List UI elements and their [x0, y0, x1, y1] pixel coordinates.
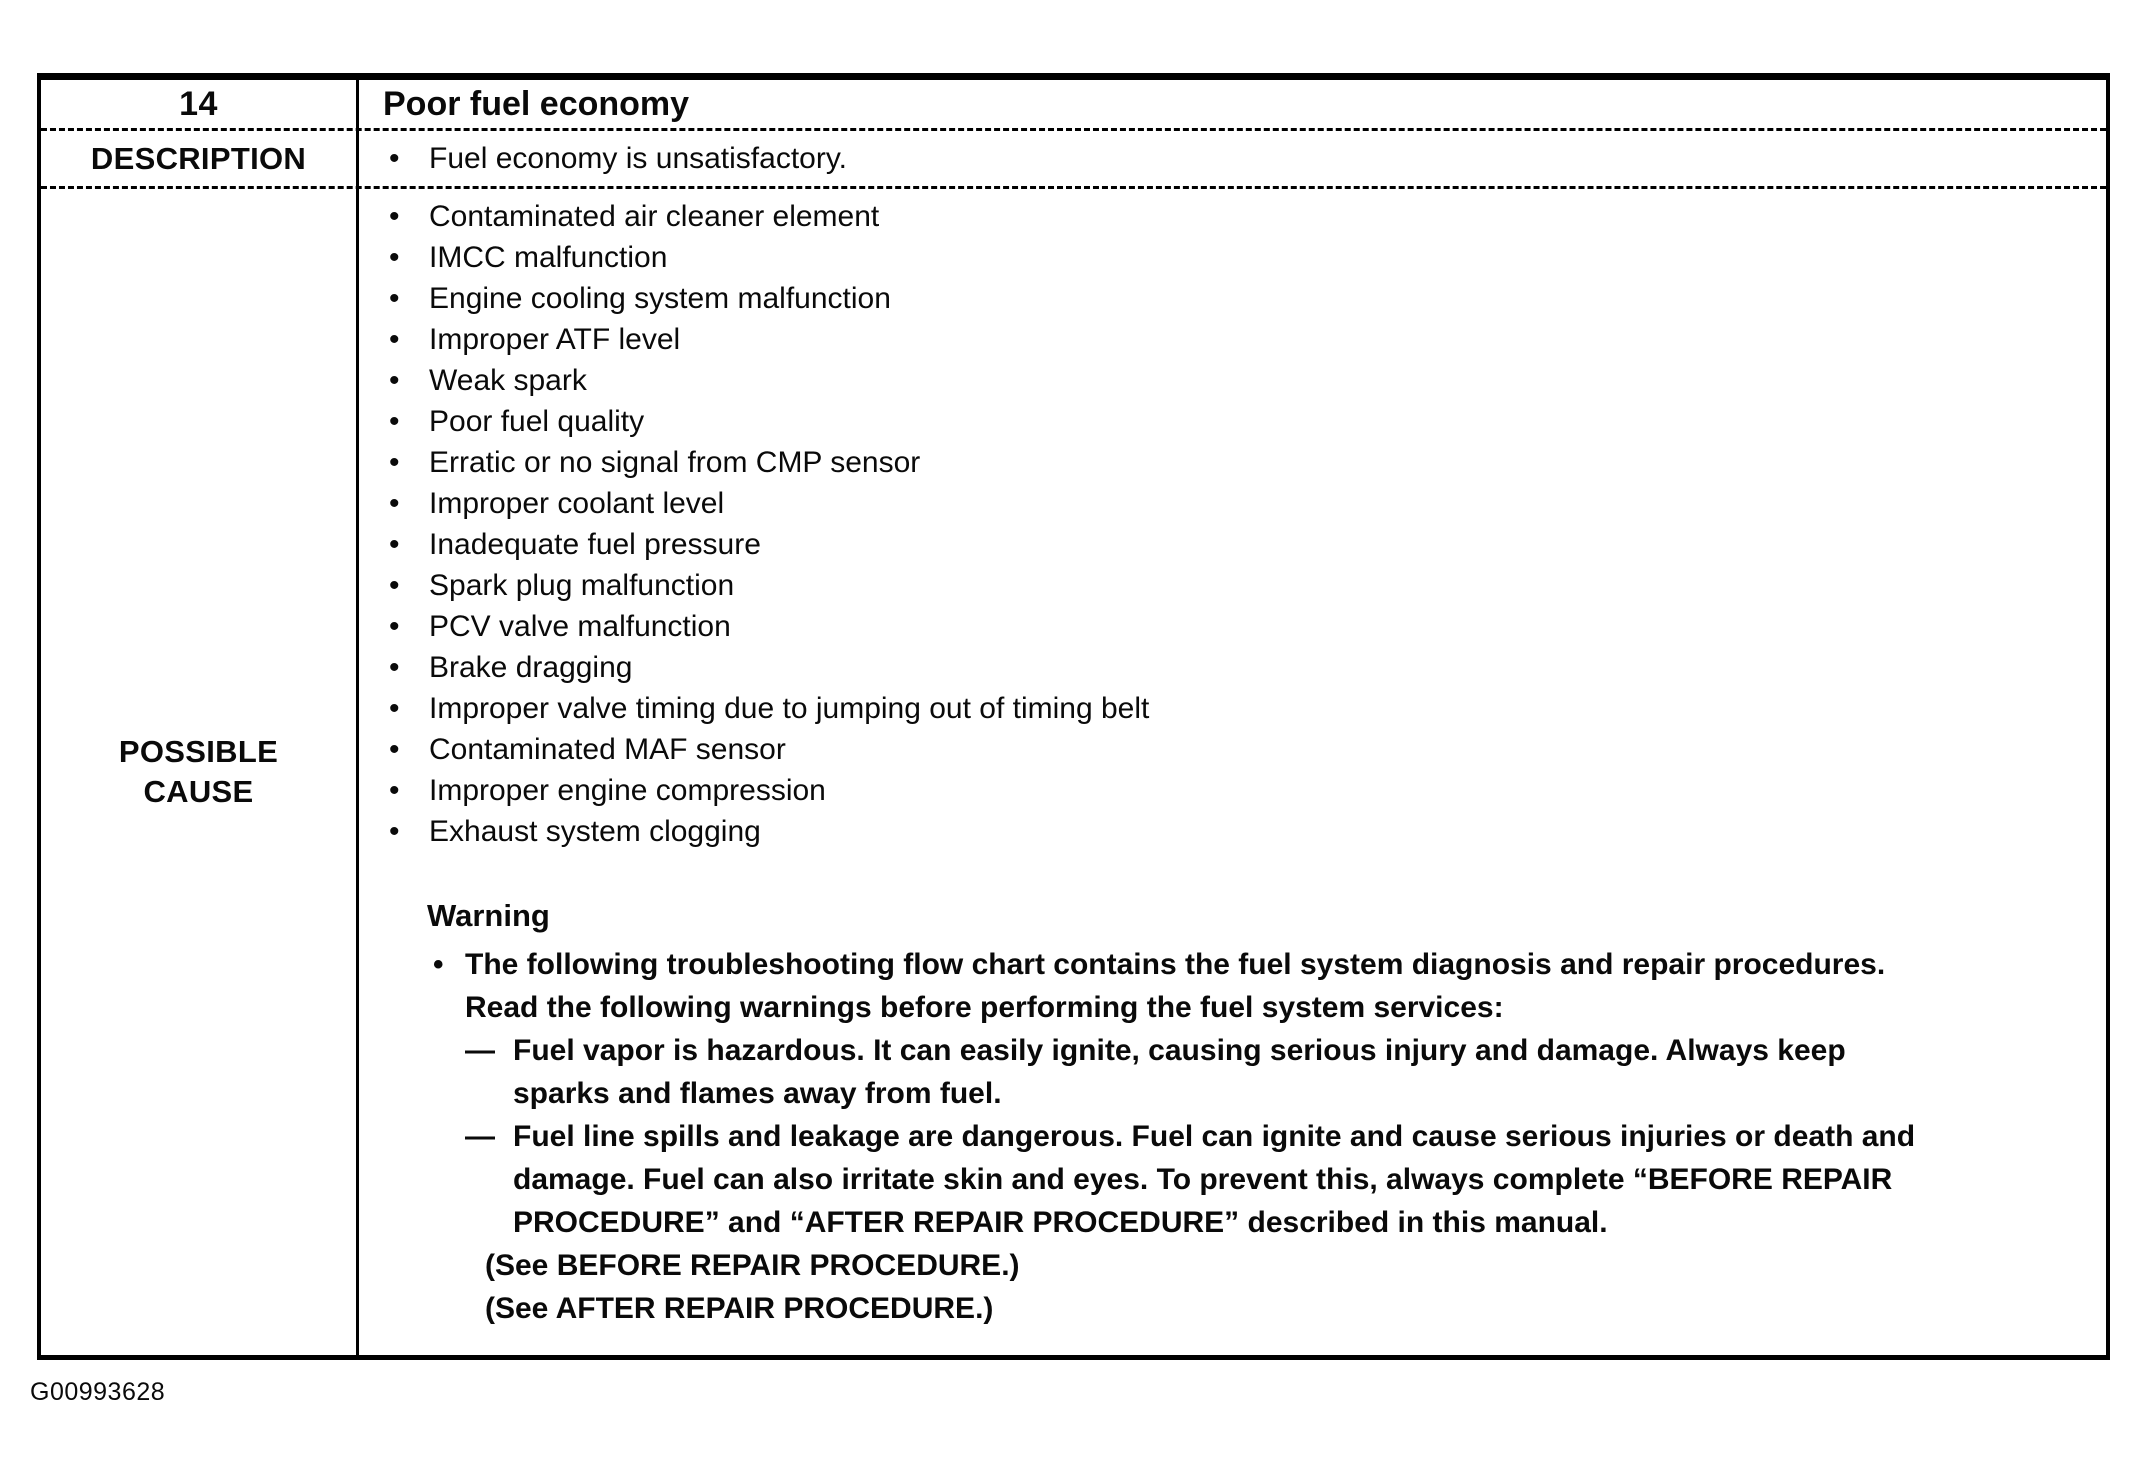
cause-text: Improper valve timing due to jumping out…	[429, 692, 1150, 725]
dash-icon	[465, 1115, 513, 1158]
cause-text: Brake dragging	[429, 651, 633, 684]
cause-text: Engine cooling system malfunction	[429, 282, 891, 315]
bullet-icon	[359, 237, 429, 278]
warning-list: The following troubleshooting flow chart…	[427, 943, 2106, 1330]
bullet-icon	[359, 729, 429, 770]
cause-text: Improper ATF level	[429, 323, 681, 356]
cause-list-item: Improper ATF level	[359, 319, 2106, 360]
warning-intro-text: The following troubleshooting flow chart…	[465, 948, 1886, 1024]
cause-text: Improper engine compression	[429, 774, 826, 807]
bullet-icon	[359, 647, 429, 688]
warning-dash-text: Fuel line spills and leakage are dangero…	[513, 1120, 1916, 1239]
bullet-icon	[359, 811, 429, 852]
cause-text: Contaminated MAF sensor	[429, 733, 786, 766]
cause-list-item: Improper valve timing due to jumping out…	[359, 688, 2106, 729]
cause-text: Erratic or no signal from CMP sensor	[429, 446, 921, 479]
possible-cause-label-line2: CAUSE	[143, 774, 254, 809]
see-reference-list: (See BEFORE REPAIR PROCEDURE.) (See AFTE…	[465, 1244, 1945, 1330]
bullet-icon	[359, 278, 429, 319]
cause-list-item: Improper coolant level	[359, 483, 2106, 524]
table-header-row: 14 Poor fuel economy	[41, 80, 2106, 131]
warning-block: Warning The following troubleshooting fl…	[427, 894, 2106, 1330]
possible-cause-label-cell: POSSIBLE CAUSE	[41, 189, 359, 1355]
cause-list-item: Inadequate fuel pressure	[359, 524, 2106, 565]
description-text: Fuel economy is unsatisfactory.	[429, 141, 847, 175]
description-row: DESCRIPTION Fuel economy is unsatisfacto…	[41, 131, 2106, 189]
cause-text: Contaminated air cleaner element	[429, 200, 880, 233]
cause-text: PCV valve malfunction	[429, 610, 731, 643]
cause-list-item: PCV valve malfunction	[359, 606, 2106, 647]
bullet-icon	[359, 606, 429, 647]
bullet-icon	[359, 524, 429, 565]
warning-dash-item: Fuel line spills and leakage are dangero…	[465, 1115, 1945, 1244]
cause-list-item: Brake dragging	[359, 647, 2106, 688]
dash-icon	[465, 1029, 513, 1072]
cause-list-item: IMCC malfunction	[359, 237, 2106, 278]
cause-text: Improper coolant level	[429, 487, 725, 520]
cause-list-item: Exhaust system clogging	[359, 811, 2106, 852]
see-reference-item: (See BEFORE REPAIR PROCEDURE.)	[485, 1249, 1020, 1282]
possible-cause-label: POSSIBLE CAUSE	[119, 732, 278, 812]
cause-text: Weak spark	[429, 364, 587, 397]
cause-text: Poor fuel quality	[429, 405, 645, 438]
bullet-icon	[359, 360, 429, 401]
warning-intro-body: The following troubleshooting flow chart…	[465, 943, 1945, 1330]
troubleshooting-table: 14 Poor fuel economy DESCRIPTION Fuel ec…	[37, 73, 2110, 1360]
warning-dash-item: Fuel vapor is hazardous. It can easily i…	[465, 1029, 1945, 1115]
cause-list-item: Weak spark	[359, 360, 2106, 401]
cause-text: IMCC malfunction	[429, 241, 668, 274]
description-value-cell: Fuel economy is unsatisfactory.	[359, 131, 2106, 186]
symptom-title: Poor fuel economy	[383, 84, 690, 123]
cause-text: Inadequate fuel pressure	[429, 528, 761, 561]
figure-code: G00993628	[30, 1378, 166, 1406]
description-label: DESCRIPTION	[90, 140, 307, 176]
cause-text: Spark plug malfunction	[429, 569, 735, 602]
cause-list: Contaminated air cleaner element IMCC ma…	[359, 196, 2106, 852]
bullet-icon	[359, 196, 429, 237]
possible-cause-content-cell: Contaminated air cleaner element IMCC ma…	[359, 189, 2106, 1355]
bullet-icon	[359, 770, 429, 811]
bullet-icon	[359, 483, 429, 524]
warning-dash-list: Fuel vapor is hazardous. It can easily i…	[465, 1029, 1945, 1244]
possible-cause-label-line1: POSSIBLE	[118, 734, 279, 769]
bullet-icon	[359, 442, 429, 483]
possible-cause-row: POSSIBLE CAUSE Contaminated air cleaner …	[41, 189, 2106, 1355]
warning-heading: Warning	[427, 898, 550, 933]
bullet-icon	[427, 943, 465, 986]
cause-list-item: Spark plug malfunction	[359, 565, 2106, 606]
see-reference-item: (See AFTER REPAIR PROCEDURE.)	[485, 1292, 994, 1325]
warning-dash-text: Fuel vapor is hazardous. It can easily i…	[513, 1034, 1846, 1110]
cause-list-item: Contaminated MAF sensor	[359, 729, 2106, 770]
warning-intro-item: The following troubleshooting flow chart…	[427, 943, 2106, 1330]
bullet-icon	[359, 688, 429, 729]
bullet-icon	[359, 319, 429, 360]
cause-list-item: Improper engine compression	[359, 770, 2106, 811]
bullet-icon	[359, 142, 429, 176]
cause-list-item: Poor fuel quality	[359, 401, 2106, 442]
symptom-number: 14	[179, 84, 218, 123]
bullet-icon	[359, 401, 429, 442]
cause-text: Exhaust system clogging	[429, 815, 761, 848]
symptom-title-cell: Poor fuel economy	[359, 80, 2106, 128]
cause-list-item: Erratic or no signal from CMP sensor	[359, 442, 2106, 483]
cause-list-item: Engine cooling system malfunction	[359, 278, 2106, 319]
cause-list-item: Contaminated air cleaner element	[359, 196, 2106, 237]
bullet-icon	[359, 565, 429, 606]
description-item: Fuel economy is unsatisfactory.	[359, 142, 847, 176]
symptom-number-cell: 14	[41, 80, 359, 128]
description-label-cell: DESCRIPTION	[41, 131, 359, 186]
